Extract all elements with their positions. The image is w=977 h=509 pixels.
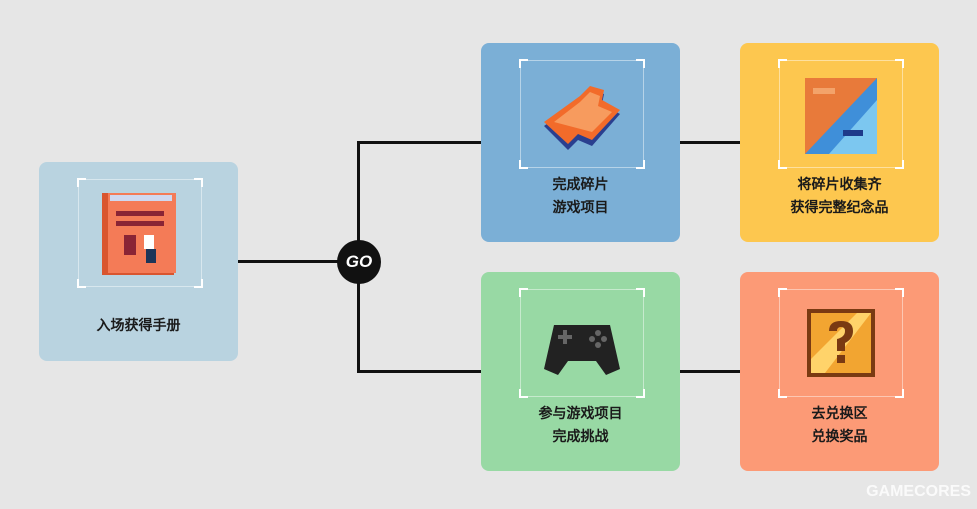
go-badge: GO [337,240,381,284]
icon-frame [77,178,203,288]
gamepad-icon [544,325,620,375]
node-label: 参与游戏项目 [538,406,623,422]
question-block-icon [807,309,875,377]
puzzle-piece-icon [544,86,620,150]
icon-frame [778,288,904,398]
node-label: 获得完整纪念品 [790,200,889,216]
node-label: 入场获得手册 [96,318,181,334]
connector [357,370,481,373]
node-label: 完成挑战 [552,429,609,445]
node-exchange: 去兑换区 兑换奖品 [740,272,939,471]
connector [238,260,359,263]
node-collect: 将碎片收集齐 获得完整纪念品 [740,43,939,242]
connector [680,141,740,144]
node-label: 完成碎片 [552,177,609,193]
connector [357,141,481,144]
node-label: 兑换奖品 [811,429,868,445]
node-label: 游戏项目 [552,200,609,216]
node-label: 将碎片收集齐 [797,177,882,193]
icon-frame [519,59,645,169]
icon-frame [778,59,904,169]
node-fragments: 完成碎片 游戏项目 [481,43,680,242]
pixel-book-icon [102,193,176,275]
connector [680,370,740,373]
node-start: 入场获得手册 [39,162,238,361]
node-challenge: 参与游戏项目 完成挑战 [481,272,680,471]
puzzle-picture-icon [805,78,877,154]
watermark: GAMECORES [866,483,971,500]
icon-frame [519,288,645,398]
node-label: 去兑换区 [811,406,868,422]
